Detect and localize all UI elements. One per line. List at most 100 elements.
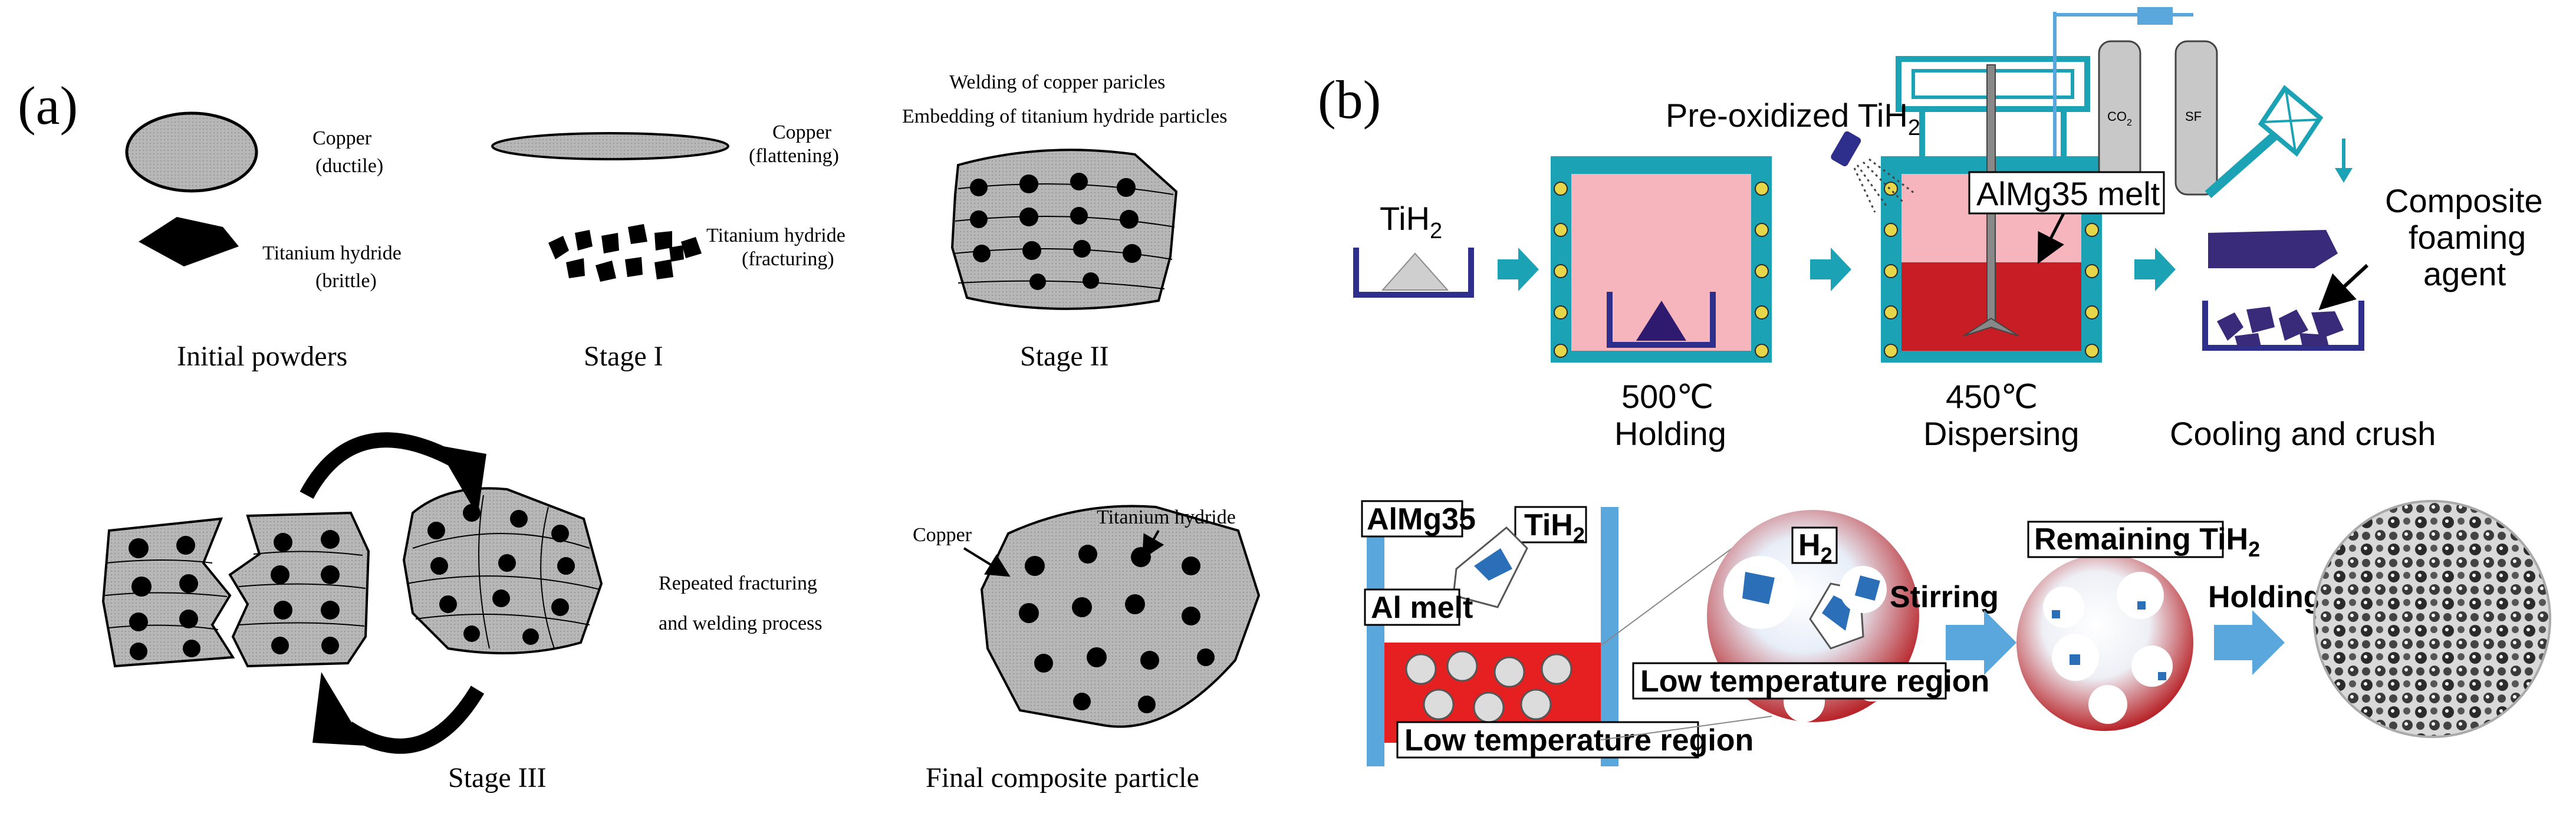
agent-line3: agent [2423,255,2506,292]
melt-pointer [2037,212,2065,264]
initial-tih-label: Titanium hydride [262,242,402,264]
crushed-tray [2202,301,2364,351]
h2-zoom-chunk-core [1822,595,1851,631]
tih2-powder [1381,252,1449,291]
falling-tih-core [1474,548,1512,581]
panel-a-label: (a) [18,75,78,136]
zoom-line-bottom [1600,716,1772,740]
furnace-holding-bolts [1554,182,1769,358]
initial-copper-note: (ductile) [315,155,383,177]
copper-flattened [491,132,729,160]
hammer-down-arrowhead [2335,168,2353,183]
stage3-caption: Stage III [448,762,547,793]
stage1-caption: Stage I [584,341,663,372]
flow-arrow-2 [1810,248,1851,291]
final-copper-pointer [963,547,1011,577]
sf-label: SF [2185,109,2202,124]
hammer-head-cross2 [2285,90,2297,152]
flow-arrow-3 [2134,248,2176,291]
low-temp-label-1: Low temperature region [1404,723,1753,758]
initial-tih-note: (brittle) [315,270,377,292]
stage3-cycle-arrow-bottom [343,686,485,754]
initial-powders-caption: Initial powders [177,341,347,372]
agent-line1: Composite [2385,182,2543,219]
almg35-label: AlMg35 [1367,502,1476,536]
almg35-box [1361,500,1463,538]
remaining-label: Remaining TiH2 [2034,522,2260,561]
stage1-copper-note: (flattening) [749,145,839,167]
melt-callout-box [1968,171,2165,215]
copper-particle-initial [125,111,258,193]
initial-copper-label: Copper [312,127,372,149]
step-cooling: Cooling and crush [2170,415,2436,452]
stage2-line1: Welding of copper paricles [949,71,1165,93]
tih2-bottom-label: TiH2 [1524,508,1585,547]
h2-label: H2 [1798,528,1833,567]
remaining-tih-bits [2052,601,2166,680]
temp-500: 500℃ [1621,378,1713,415]
tih2-tray [1353,248,1474,298]
hammer-handle [2205,123,2288,198]
tih2-box-bottom [1514,506,1587,544]
sf-cylinder [2174,40,2218,196]
h2-bubble-1-tih [1742,572,1775,604]
furnace-holding-powder [1636,301,1686,341]
remaining-box [2027,521,2224,558]
stage3-arrowhead-top [436,445,486,516]
stirrer-blade [1963,317,2019,337]
stage2-caption: Stage II [1020,341,1109,372]
flow-arrow-1 [1498,248,1539,291]
al-melt-label: Al melt [1371,591,1473,625]
gas-valve [2137,7,2173,25]
temp-450: 450℃ [1946,378,2038,415]
stage3-arrowhead-bottom [312,672,366,746]
agent-line2: foaming [2409,219,2526,256]
panel-b-label: (b) [1318,70,1381,130]
stage1-tih-label: Titanium hydride [706,225,845,246]
furnace-holding-tray [1607,292,1716,348]
stage1-tih-note: (fracturing) [742,248,834,270]
stage3-left-lines [104,551,366,630]
crucible-left-wall [1367,507,1384,766]
melt-tih-particles [1405,650,1572,723]
crushed-particles [2217,307,2344,347]
low-temp-box-1 [1396,721,1699,759]
cooled-bar [2208,230,2338,268]
preox-spray [1853,158,1917,213]
low-temp-label-2: Low temperature region [1640,664,1989,699]
final-tih-pointer [1142,530,1164,559]
holding-label: Holding [2208,580,2322,614]
stage1-copper-label: Copper [772,121,832,143]
foam-result [2313,500,2551,738]
low-temp-box-2 [1632,662,1947,700]
tih-fragments [548,224,702,282]
stage2-particle [950,149,1178,310]
stage3-fragment-middle [228,511,370,668]
holding-arrow [2214,610,2285,675]
co2-label: CO2 [2107,109,2132,128]
stage3-cycle-arrow-top [300,432,458,499]
stirring-label: Stirring [1890,580,1999,614]
stage3-welded-lines [406,495,601,649]
h2-box [1791,526,1838,564]
preox-label: Pre-oxidized TiH2 [1666,97,1920,140]
stirring-arrow [1946,610,2016,675]
al-melt-box [1364,588,1460,626]
melt-label: AlMg35 melt [1976,175,2160,212]
stage3-left-tih [129,530,340,660]
tih2-label: TiH2 [1380,200,1442,243]
agent-pointer [2318,264,2369,311]
stage2-tih-particles [970,173,1141,290]
final-caption: Final composite particle [926,762,1199,793]
stage3-welded-particle [402,487,603,654]
final-copper-label: Copper [913,524,972,546]
preox-dispenser [1831,131,1861,167]
stage3-line1: Repeated fracturing [659,572,817,594]
tih-particle-initial [139,217,239,266]
final-tih-label: Titanium hydride [1097,506,1236,528]
step-dispersing: Dispersing [1923,415,2080,452]
final-tih-particles [1019,545,1215,713]
stage2-line2: Embedding of titanium hydride particles [902,106,1227,127]
step-holding: Holding [1614,415,1726,452]
